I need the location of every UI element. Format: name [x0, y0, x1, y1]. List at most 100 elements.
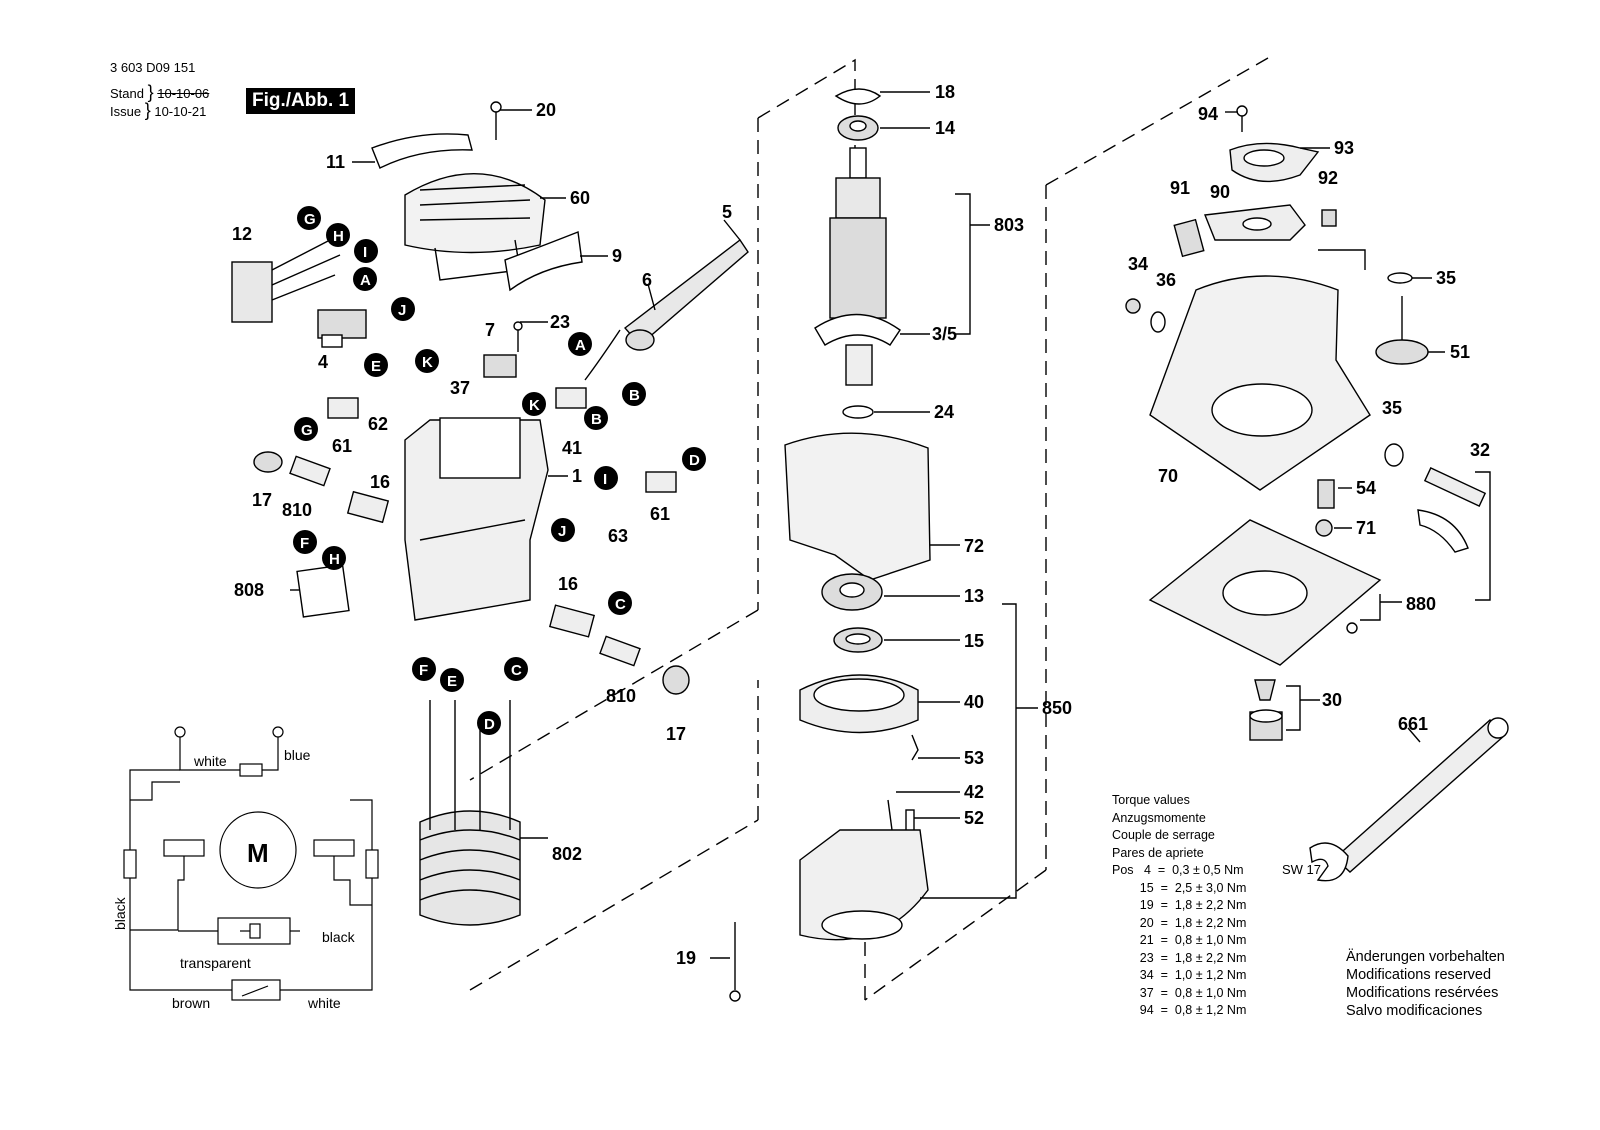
bracket-850 [920, 603, 1017, 899]
callout-17a: 17 [252, 490, 272, 510]
marker-F2: F [412, 657, 436, 681]
armature-803 [814, 147, 901, 386]
svg-text:K: K [529, 397, 540, 414]
callout-51: 51 [1450, 342, 1470, 362]
motor-housing-lower [799, 829, 929, 941]
knob-51 [1375, 296, 1429, 365]
carbon-brush-810a [289, 455, 331, 487]
field-coil-802 [419, 700, 521, 926]
svg-text:C: C [511, 662, 522, 679]
torque-row: 19 = 1,8 ± 2,2 Nm [1112, 898, 1247, 912]
brush-cap-17b [662, 665, 690, 695]
nut-34 [1125, 298, 1141, 314]
screw-94 [1236, 105, 1248, 132]
marker-D1: D [682, 447, 706, 471]
stand-label: Stand [110, 86, 144, 101]
callout-12: 12 [232, 224, 252, 244]
brush-cap-17a [253, 451, 283, 473]
torque-row: 21 = 0,8 ± 1,0 Nm [1112, 933, 1247, 947]
part-number: 3 603 D09 151 [110, 60, 196, 75]
svg-text:H: H [329, 551, 340, 568]
torque-row: 20 = 1,8 ± 2,2 Nm [1112, 915, 1247, 930]
clamp-7 [483, 354, 517, 378]
torque-row: 34 = 1,0 ± 1,2 Nm [1112, 968, 1247, 982]
svg-text:A: A [575, 337, 586, 354]
label-strip-11 [371, 133, 473, 169]
marker-B2: B [584, 406, 608, 430]
callout-803: 803 [994, 215, 1024, 235]
mod-es: Salvo modificaciones [1346, 1003, 1483, 1019]
cable-6 [584, 329, 655, 381]
marker-B1: B [622, 382, 646, 406]
wire-black-right: black [322, 929, 356, 945]
callout-34: 34 [1128, 254, 1148, 274]
marker-G2: G [294, 417, 318, 441]
issue-date: 10-10-21 [154, 104, 207, 119]
figure-label: Fig./Abb. 1 [246, 88, 356, 114]
marker-K2: K [522, 392, 546, 416]
wire-connection-markers: G H I A J E K A B K B D I J G F H C F E … [293, 206, 706, 735]
brush-holder-16a [346, 490, 390, 524]
marker-J1: J [391, 297, 415, 321]
leader-lines [290, 91, 1445, 959]
svg-text:C: C [615, 596, 626, 613]
callout-661: 661 [1398, 714, 1428, 734]
marker-C1: C [608, 591, 632, 615]
screw-23 [513, 321, 523, 352]
callout-19: 19 [676, 948, 696, 968]
svg-text:A: A [360, 272, 371, 289]
callout-labels: 18 14 803 3/5 24 72 13 15 40 850 53 42 5… [232, 82, 1490, 968]
wire-blue: blue [284, 747, 311, 763]
callout-37: 37 [450, 378, 470, 398]
callout-72: 72 [964, 536, 984, 556]
bracket-880 [1360, 594, 1381, 621]
callout-52: 52 [964, 808, 984, 828]
wire-black-left: black [112, 896, 128, 930]
callout-9: 9 [612, 246, 622, 266]
torque-values-table: Torque values Anzugsmomente Couple de se… [1112, 792, 1246, 1020]
torque-row: Pos 4 = 0,3 ± 0,5 Nm [1112, 863, 1244, 877]
callout-11: 11 [326, 152, 345, 172]
bearing-13 [821, 573, 883, 611]
callout-35a: 35 [1436, 268, 1456, 288]
marker-J2: J [551, 518, 575, 542]
wire-transparent: transparent [180, 955, 251, 971]
svg-text:J: J [398, 302, 406, 319]
svg-text:I: I [603, 471, 607, 488]
switch-4 [317, 309, 367, 348]
marker-A2: A [568, 332, 592, 356]
torque-row: 94 = 0,8 ± 1,2 Nm [1112, 1003, 1247, 1017]
callout-35b: 35 [1382, 398, 1402, 418]
svg-text:E: E [447, 673, 457, 690]
marker-F1: F [293, 530, 317, 554]
callout-20: 20 [536, 100, 556, 120]
housing-1 [404, 417, 549, 621]
callout-91: 91 [1170, 178, 1190, 198]
mod-en: Modifications reserved [1346, 967, 1492, 983]
callout-63: 63 [608, 526, 628, 546]
base-plate-880 [1148, 519, 1382, 666]
callout-6: 6 [642, 270, 652, 290]
bracket-803 [955, 193, 971, 335]
callout-850: 850 [1042, 698, 1072, 718]
callout-40: 40 [964, 692, 984, 712]
callout-7: 7 [485, 320, 495, 340]
torque-title-fr: Couple de serrage [1112, 828, 1215, 842]
callout-13: 13 [964, 586, 984, 606]
bracket-30 [1286, 685, 1301, 731]
wire-brown: brown [172, 995, 210, 1011]
callout-16b: 16 [558, 574, 578, 594]
drawing-header: 3 603 D09 151 Stand } 10-10-06 Issue } 1… [110, 60, 210, 120]
label-808 [296, 564, 350, 618]
marker-E2: E [440, 668, 464, 692]
base-housing-70 [1149, 275, 1371, 491]
svg-text:F: F [419, 662, 428, 679]
svg-text:G: G [301, 422, 313, 439]
terminal-61b [645, 471, 677, 493]
washer-36 [1150, 311, 1166, 333]
collet-5 [623, 238, 749, 346]
clamp-plate-90 [1204, 204, 1306, 241]
svg-text:B: B [629, 387, 640, 404]
marker-I1: I [354, 239, 378, 263]
